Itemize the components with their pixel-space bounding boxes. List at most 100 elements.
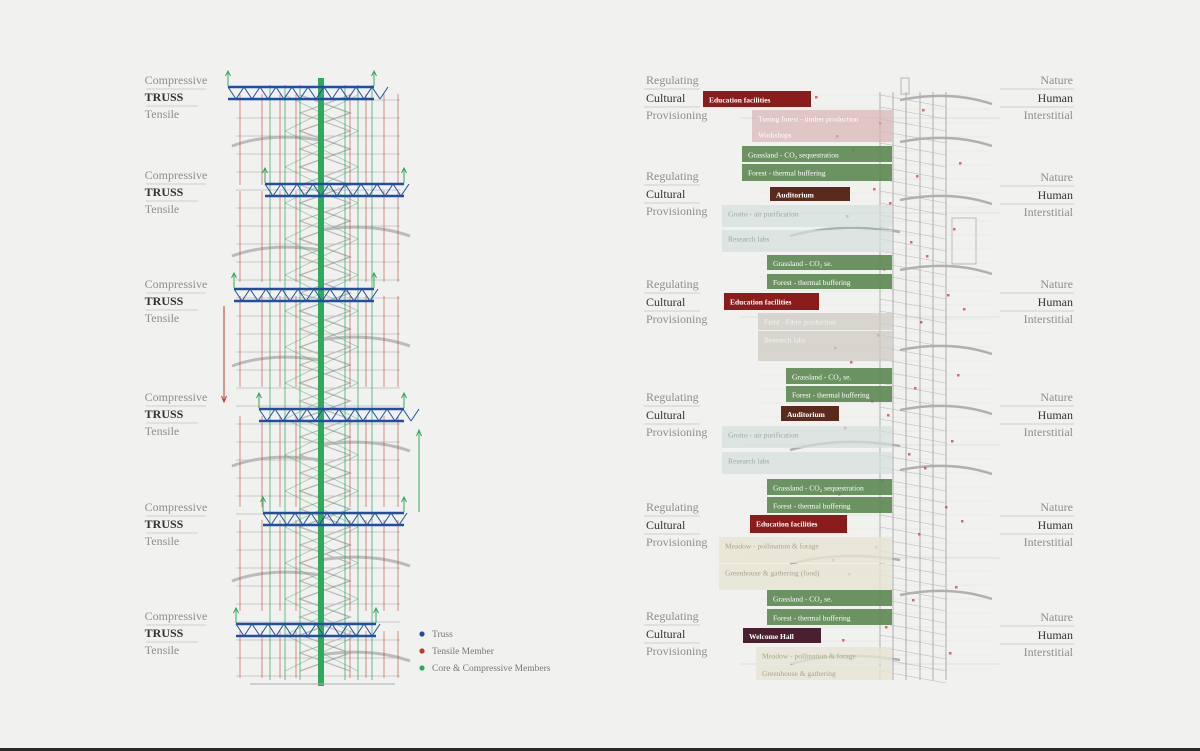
room-marker: [873, 188, 876, 191]
room-marker: [908, 453, 911, 456]
truss-web: [390, 512, 400, 526]
arrow-marker: [233, 606, 239, 614]
room-marker: [889, 202, 892, 205]
truss-web: [315, 86, 325, 100]
room-marker: [815, 96, 818, 99]
label-tensile: Tensile: [145, 107, 179, 121]
label-regulating: Regulating: [646, 73, 699, 87]
room-marker: [953, 228, 956, 231]
truss-web: [290, 408, 300, 422]
room-marker: [910, 241, 913, 244]
truss-web: [363, 86, 373, 100]
room-marker: [914, 387, 917, 390]
label-tensile: Tensile: [145, 424, 179, 438]
program-box-audit: [770, 187, 850, 201]
truss-web: [371, 623, 381, 637]
truss-web: [267, 623, 277, 637]
label-compressive: Compressive: [145, 609, 208, 623]
arrow-marker: [260, 495, 266, 503]
label-truss: TRUSS: [145, 294, 184, 308]
lattice: [879, 94, 947, 108]
room-marker: [951, 440, 954, 443]
program-label: Forest - thermal buffering: [773, 614, 851, 623]
structural-diagram: [221, 69, 422, 686]
label-nature: Nature: [1040, 170, 1073, 184]
program-box-green: [767, 497, 892, 513]
truss-web: [322, 408, 332, 422]
truss-web: [283, 86, 293, 100]
label-nature: Nature: [1040, 500, 1073, 514]
truss-web: [374, 512, 384, 526]
room-marker: [959, 162, 962, 165]
truss-web: [342, 512, 352, 526]
truss-web: [376, 183, 386, 197]
arrow-marker: [371, 271, 377, 279]
truss-web: [299, 86, 309, 100]
label-human: Human: [1038, 408, 1073, 422]
truss-web: [337, 288, 347, 302]
room-marker: [912, 599, 915, 602]
terrace-curve: [319, 440, 411, 453]
room-marker: [961, 520, 964, 523]
label-truss: TRUSS: [145, 407, 184, 421]
tower-cap: [900, 77, 910, 95]
label-interstitial: Interstitial: [1024, 205, 1074, 219]
label-provisioning: Provisioning: [646, 312, 707, 326]
program-box-audit: [781, 406, 839, 421]
ramp-zigzag: [297, 94, 353, 672]
truss-web: [378, 408, 388, 422]
terrace-curve: [319, 555, 411, 568]
truss-web: [346, 408, 356, 422]
label-truss: TRUSS: [145, 185, 184, 199]
truss-web: [350, 512, 360, 526]
truss-web: [257, 288, 267, 302]
truss-web: [336, 183, 346, 197]
arrow-marker: [256, 391, 262, 399]
label-regulating: Regulating: [646, 500, 699, 514]
truss-web: [270, 512, 280, 526]
label-compressive: Compressive: [145, 73, 208, 87]
truss-web: [368, 183, 378, 197]
program-label: Research labs: [728, 457, 770, 466]
truss-web: [272, 183, 282, 197]
program-label: Research labs: [764, 336, 806, 345]
truss-web: [338, 408, 348, 422]
program-box-pale-red: [752, 126, 892, 142]
truss-web: [251, 623, 261, 637]
label-compressive: Compressive: [145, 168, 208, 182]
lattice: [879, 406, 947, 420]
legend-dot: [419, 665, 425, 671]
program-box-pale-yellow: [756, 665, 892, 680]
truss-web: [259, 86, 269, 100]
truss-web: [321, 288, 331, 302]
ramp-zigzag: [298, 94, 352, 672]
truss-web: [345, 288, 355, 302]
ecosystem-service-labels: RegulatingCulturalProvisioningRegulating…: [644, 73, 707, 658]
program-label: Forest - thermal buffering: [792, 391, 870, 400]
truss-web: [304, 183, 314, 197]
terrace-curve: [319, 335, 411, 348]
program-label: Auditorium: [776, 191, 815, 200]
lattice: [879, 250, 947, 264]
label-cultural: Cultural: [646, 627, 686, 641]
label-truss: TRUSS: [145, 90, 184, 104]
label-cultural: Cultural: [646, 518, 686, 532]
program-label: Forest - thermal buffering: [748, 169, 826, 178]
room-marker: [947, 294, 950, 297]
truss-web: [326, 512, 336, 526]
room-marker: [922, 109, 925, 112]
label-interstitial: Interstitial: [1024, 535, 1074, 549]
truss-web: [258, 408, 268, 422]
truss-web: [296, 183, 306, 197]
legend-dot: [419, 631, 425, 637]
truss-web: [275, 623, 285, 637]
truss-web: [334, 512, 344, 526]
label-tensile: Tensile: [145, 202, 179, 216]
truss-web: [288, 183, 298, 197]
program-label: Meadow - pollination & forage: [762, 652, 856, 661]
program-box-pale-red: [752, 110, 892, 126]
truss-web: [314, 408, 324, 422]
program-label: Auditorium: [787, 410, 826, 419]
truss-web: [298, 408, 308, 422]
